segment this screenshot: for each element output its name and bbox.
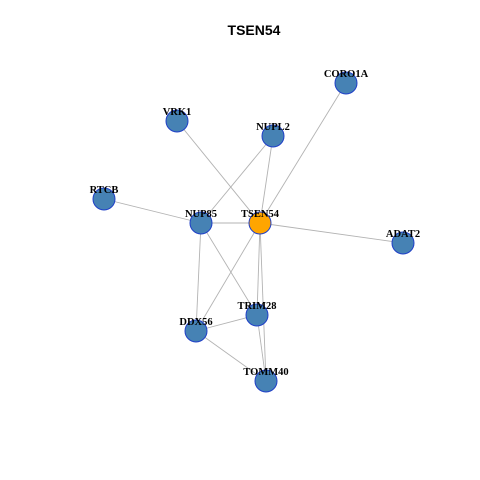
edge-tsen54-tomm40	[259, 222, 267, 382]
node-label: ADAT2	[386, 229, 420, 240]
edge-tsen54-nupl2	[259, 135, 274, 224]
node-ddx56: DDX56	[179, 317, 213, 343]
node-label: RTCB	[90, 185, 119, 196]
node-adat2: ADAT2	[386, 229, 420, 255]
edge-tsen54-trim28	[256, 222, 261, 316]
node-label: NUP85	[185, 209, 217, 220]
node-nup85: NUP85	[185, 209, 217, 235]
node-label: TSEN54	[241, 209, 280, 220]
node-tomm40: TOMM40	[243, 367, 289, 393]
node-nupl2: NUPL2	[256, 122, 290, 148]
node-circle	[92, 187, 116, 211]
node-label: TRIM28	[237, 301, 276, 312]
node-coro1a: CORO1A	[324, 69, 369, 95]
node-circle	[245, 303, 269, 327]
edge-nup85-ddx56	[195, 222, 202, 332]
node-label: NUPL2	[256, 122, 290, 133]
node-label: CORO1A	[324, 69, 369, 80]
node-circle	[254, 369, 278, 393]
node-circle	[334, 71, 358, 95]
node-label: TOMM40	[243, 367, 288, 378]
edge-nup85-trim28	[200, 222, 258, 316]
node-label: VRK1	[163, 107, 192, 118]
node-label: DDX56	[179, 317, 212, 328]
edge-tsen54-ddx56	[195, 222, 261, 332]
edge-tsen54-vrk1	[176, 120, 261, 224]
node-circle	[261, 124, 285, 148]
edge-nup85-rtcb	[103, 198, 202, 224]
node-rtcb: RTCB	[90, 185, 119, 211]
graph-title: TSEN54	[228, 22, 281, 38]
node-circle	[184, 319, 208, 343]
edge-tsen54-adat2	[259, 222, 404, 244]
node-circle	[391, 231, 415, 255]
edge-tsen54-coro1a	[259, 82, 347, 224]
node-tsen54: TSEN54	[241, 209, 280, 235]
node-circle	[248, 211, 272, 235]
node-vrk1: VRK1	[163, 107, 192, 133]
edge-ddx56-tomm40	[195, 330, 267, 382]
edge-nup85-nupl2	[200, 135, 274, 224]
node-trim28: TRIM28	[237, 301, 277, 327]
node-circle	[189, 211, 213, 235]
node-circle	[165, 109, 189, 133]
